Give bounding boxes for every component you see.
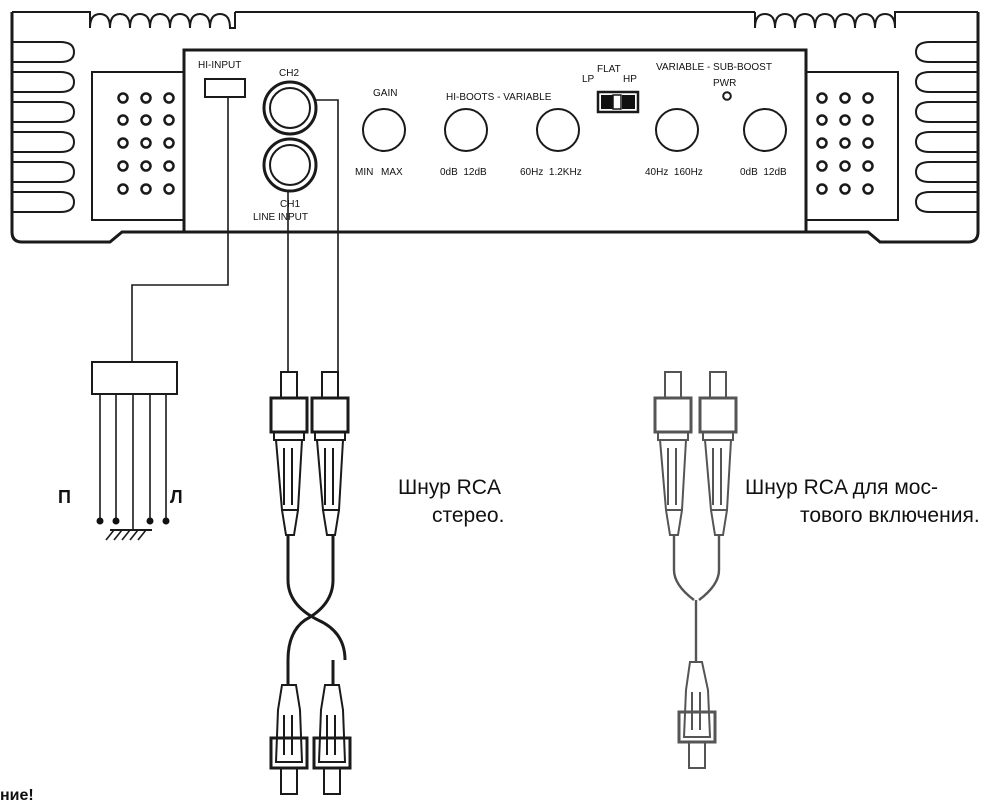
footer-partial-text: ние! (0, 787, 34, 803)
ch1-jack-outer[interactable] (262, 137, 318, 193)
stereo-cable-wire-a (286, 535, 347, 661)
rca-plug-bottom-left (269, 684, 309, 795)
left-vent-holes (117, 92, 175, 195)
bridge-cable-branch-right (698, 535, 721, 601)
bridge-caption-line2: тового включения. (800, 504, 980, 527)
hi-boots-range-label: 0dB 12dB (440, 167, 487, 178)
harness-wires (99, 394, 167, 520)
hi-boots-freq-range-label: 60Hz 1.2KHz (520, 167, 582, 178)
left-side-fins (12, 41, 76, 213)
ch2-feed-wire (316, 99, 339, 372)
rca-plug-bottom-right (312, 684, 352, 795)
stereo-caption-line2: стерео. (432, 504, 504, 527)
bridge-caption-line1: Шнур RCA для мос- (745, 476, 938, 499)
stereo-rca-cable (269, 99, 352, 795)
gain-min-label: MIN (355, 167, 373, 178)
hi-boots-freq-knob[interactable] (536, 108, 580, 152)
sub-boost-level-knob[interactable] (743, 108, 787, 152)
stereo-cable-wire-b (286, 535, 335, 661)
ch1-label: CH1 (280, 199, 300, 210)
hi-input-label: HI-INPUT (198, 60, 241, 71)
amplifier: HI-INPUT CH2 CH1 LINE INPUT GAIN MIN MAX… (10, 11, 980, 244)
hi-input-wire (131, 97, 229, 362)
rca-plug-top-left (269, 371, 309, 536)
lp-label: LP (582, 74, 595, 85)
ch1-jack-inner (269, 144, 311, 186)
hi-boots-level-knob[interactable] (444, 108, 488, 152)
bridge-rca-cable (653, 371, 738, 769)
rca-plug-top-right (310, 371, 350, 536)
gain-knob[interactable] (362, 108, 406, 152)
amplifier-heatsink-outline (10, 12, 980, 244)
right-side-fins (914, 41, 978, 213)
harness-left-mark: П (58, 487, 71, 507)
line-input-label: LINE INPUT (253, 212, 308, 223)
stereo-caption-line1: Шнур RCA (398, 476, 501, 499)
bridge-plug-top-left (653, 371, 693, 536)
sub-boost-range-label: 0dB 12dB (740, 167, 787, 178)
pwr-label: PWR (713, 78, 736, 89)
hi-boots-variable-label: HI-BOOTS - VARIABLE (446, 92, 552, 103)
gain-label: GAIN (373, 88, 397, 99)
ch2-label: CH2 (279, 68, 299, 79)
gain-max-label: MAX (381, 167, 403, 178)
hi-input-harness: П Л (58, 97, 229, 541)
harness-plug (91, 361, 178, 395)
right-vent-holes (816, 92, 874, 195)
ch2-jack-outer[interactable] (262, 80, 318, 136)
variable-sub-boost-label: VARIABLE - SUB-BOOST (656, 62, 772, 73)
sub-boost-freq-range-label: 40Hz 160Hz (645, 167, 703, 178)
filter-mode-switch[interactable] (596, 90, 640, 114)
sub-boost-freq-knob[interactable] (655, 108, 699, 152)
control-panel (182, 48, 808, 234)
bridge-cable-branch-left (672, 535, 695, 601)
pwr-led (722, 91, 732, 101)
ground-symbol (105, 520, 152, 541)
hp-label: HP (623, 74, 637, 85)
harness-wire-ends (96, 517, 170, 525)
flat-label: FLAT (597, 64, 621, 75)
ch2-jack-inner (269, 87, 311, 129)
harness-right-mark: Л (170, 487, 183, 507)
top-fins-left (89, 12, 236, 29)
hi-input-connector[interactable] (204, 78, 246, 98)
bridge-plug-top-right (698, 371, 738, 536)
bridge-plug-bottom (677, 661, 717, 769)
top-fins-right (754, 12, 896, 29)
top-edge (12, 11, 978, 28)
